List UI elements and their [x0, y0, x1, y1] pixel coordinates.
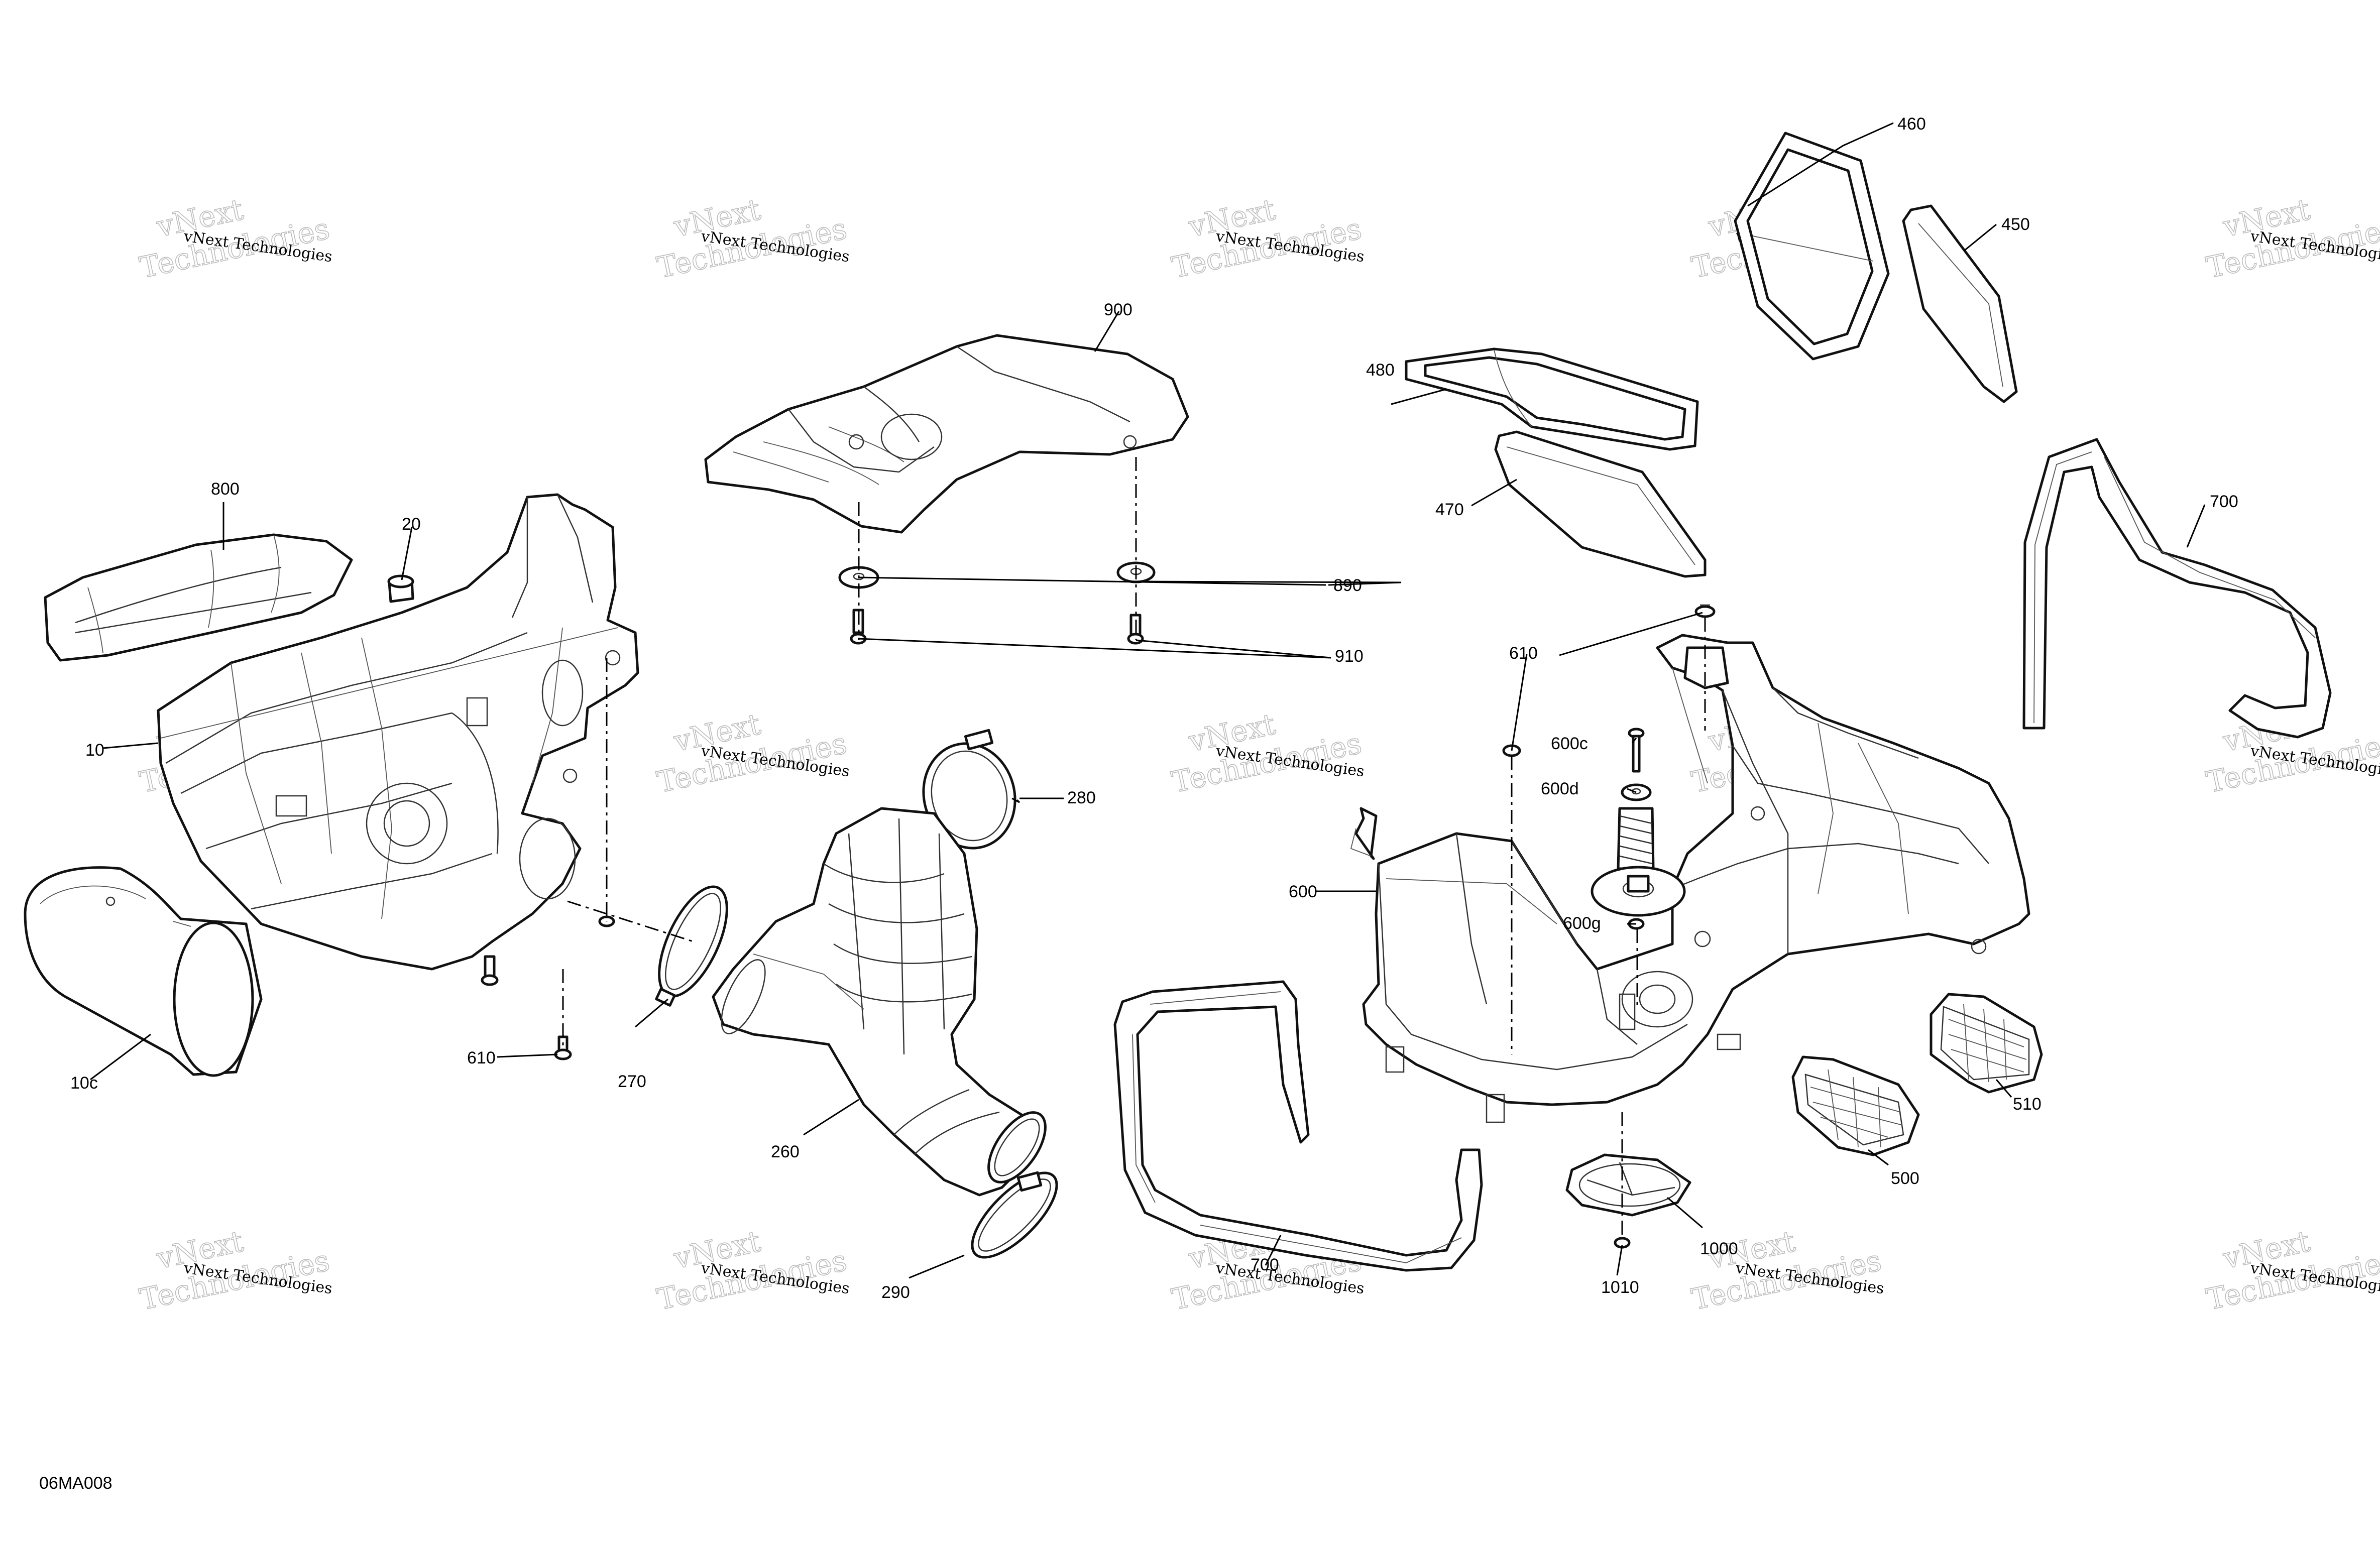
callout-label: 700 — [2210, 492, 2238, 511]
part-600c-bolt — [1628, 728, 1645, 773]
diagram-code: 06MA008 — [39, 1474, 112, 1493]
part-270-clamp — [655, 885, 728, 1007]
part-1000-retainer — [1565, 1153, 1691, 1217]
part-10-airbox — [157, 493, 639, 971]
part-600-spring — [1617, 807, 1655, 870]
callout-label: 10 — [85, 741, 104, 760]
callout-label: 260 — [771, 1142, 800, 1161]
center-lines — [562, 457, 1706, 1240]
part-610-screw-bottom — [554, 1035, 572, 1060]
watermark: vNext Technologies vNext Technologies — [653, 706, 850, 800]
callout-label: 600d — [1541, 779, 1579, 798]
part-260-intake-boot — [712, 807, 1047, 1197]
part-470-gasket — [1494, 430, 1707, 578]
callout-labels: 460 450 900 480 470 700 800 20 890 910 6… — [70, 114, 2238, 1302]
part-480-frame — [1405, 347, 1699, 451]
callout-label: 510 — [2013, 1095, 2042, 1114]
part-700-tube-lower — [1113, 980, 1483, 1272]
callout-label: 910 — [1335, 647, 1364, 666]
watermark: vNext Technologies vNext Technologies — [653, 1224, 850, 1317]
watermark: vNext Technologies vNext Technologies — [653, 192, 850, 285]
part-600-airbox-housing — [1350, 634, 2030, 1123]
callout-label: 600 — [1289, 882, 1317, 901]
callout-label: 500 — [1891, 1169, 1919, 1188]
callout-label: 10c — [70, 1074, 98, 1093]
part-800-duct — [44, 533, 353, 662]
watermark: vNext Technologies vNext Technologies — [2203, 1224, 2380, 1317]
part-700-tube-right — [2022, 438, 2332, 739]
part-610-screw-airbox — [481, 955, 499, 986]
callout-label: 700 — [1251, 1255, 1279, 1274]
callout-label: 1010 — [1601, 1278, 1639, 1297]
callout-label: 600c — [1551, 734, 1588, 753]
watermark: vNext Technologies vNext Technologies — [1168, 706, 1365, 800]
watermark: vNext Technologies vNext Technologies — [136, 1224, 333, 1317]
watermark: vNext Technologies vNext Technologies — [1168, 192, 1365, 285]
part-20-grommet — [387, 574, 414, 603]
watermark: vNext Technologies vNext Technologies — [2203, 706, 2380, 800]
callout-label: 480 — [1366, 361, 1395, 380]
part-600-plate — [1591, 866, 1686, 917]
watermark: vNext Technologies vNext Technologies — [1688, 1224, 1885, 1317]
callout-label: 460 — [1897, 114, 1926, 134]
part-290-clamp — [971, 1171, 1058, 1259]
part-900-heat-shield — [704, 334, 1189, 534]
leader-lines — [90, 122, 2206, 1279]
part-460-frame — [1734, 132, 1890, 361]
callout-label: 610 — [467, 1048, 496, 1067]
callout-label: 800 — [211, 480, 240, 499]
callout-label: 610 — [1509, 644, 1538, 663]
callout-label: 270 — [618, 1072, 646, 1091]
callout-label: 290 — [881, 1283, 910, 1302]
part-500-screen — [1791, 1055, 1920, 1156]
callout-label: 1000 — [1700, 1239, 1738, 1258]
callout-label: 20 — [402, 515, 421, 534]
callout-label: 450 — [2001, 215, 2030, 234]
part-280-clamp — [922, 729, 1016, 850]
callout-label: 600g — [1563, 914, 1601, 933]
callout-label: 470 — [1435, 500, 1464, 519]
watermark: vNext Technologies vNext Technologies — [2203, 192, 2380, 285]
callout-label: 900 — [1104, 300, 1132, 319]
part-10c-filter-sleeve — [24, 866, 263, 1077]
part-610-nut-top — [1694, 604, 1716, 618]
part-450-gasket — [1902, 204, 2018, 403]
callout-label: 890 — [1333, 576, 1362, 595]
watermark: vNext Technologies vNext Technologies — [136, 192, 333, 285]
callout-label: 280 — [1067, 788, 1096, 807]
part-510-screen — [1930, 993, 2043, 1094]
